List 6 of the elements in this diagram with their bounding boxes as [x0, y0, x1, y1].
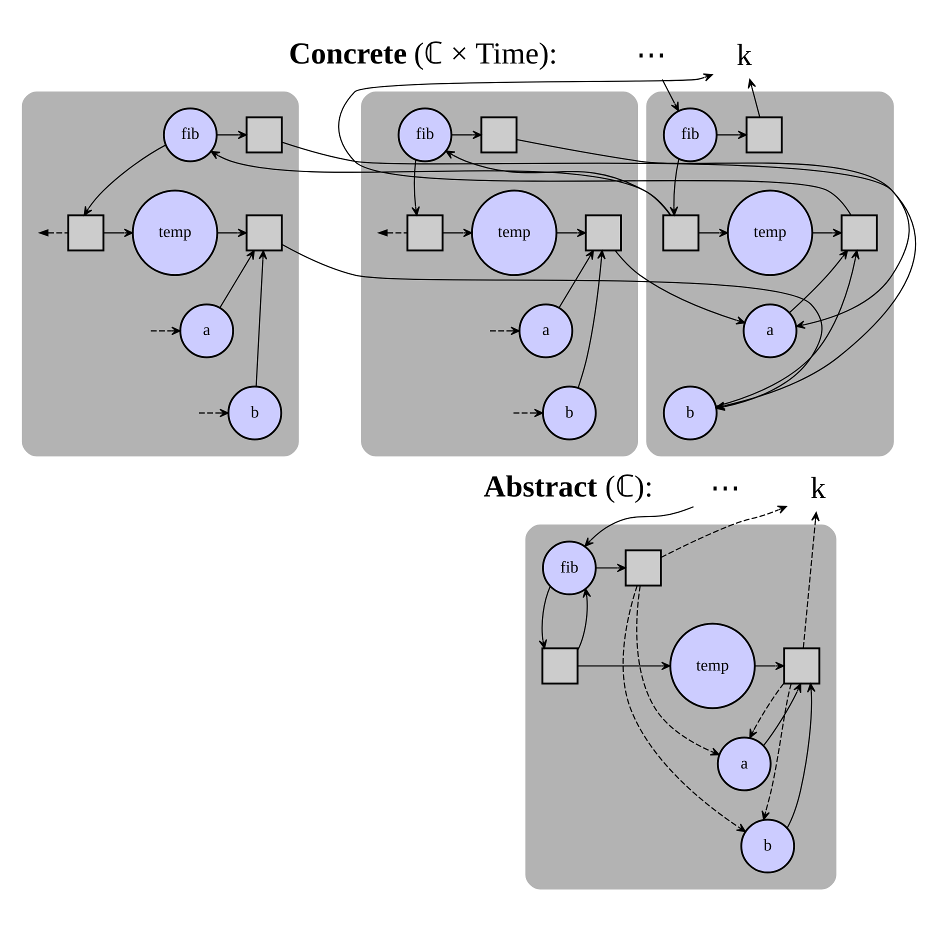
node-text: k — [810, 470, 826, 504]
node-text: ⋯ — [636, 37, 668, 72]
node-text: k — [736, 37, 752, 72]
node-text: ⋯ — [710, 470, 741, 504]
label: Abstract (ℂ): — [484, 469, 653, 504]
label: Concrete (ℂ × Time): — [288, 36, 558, 70]
